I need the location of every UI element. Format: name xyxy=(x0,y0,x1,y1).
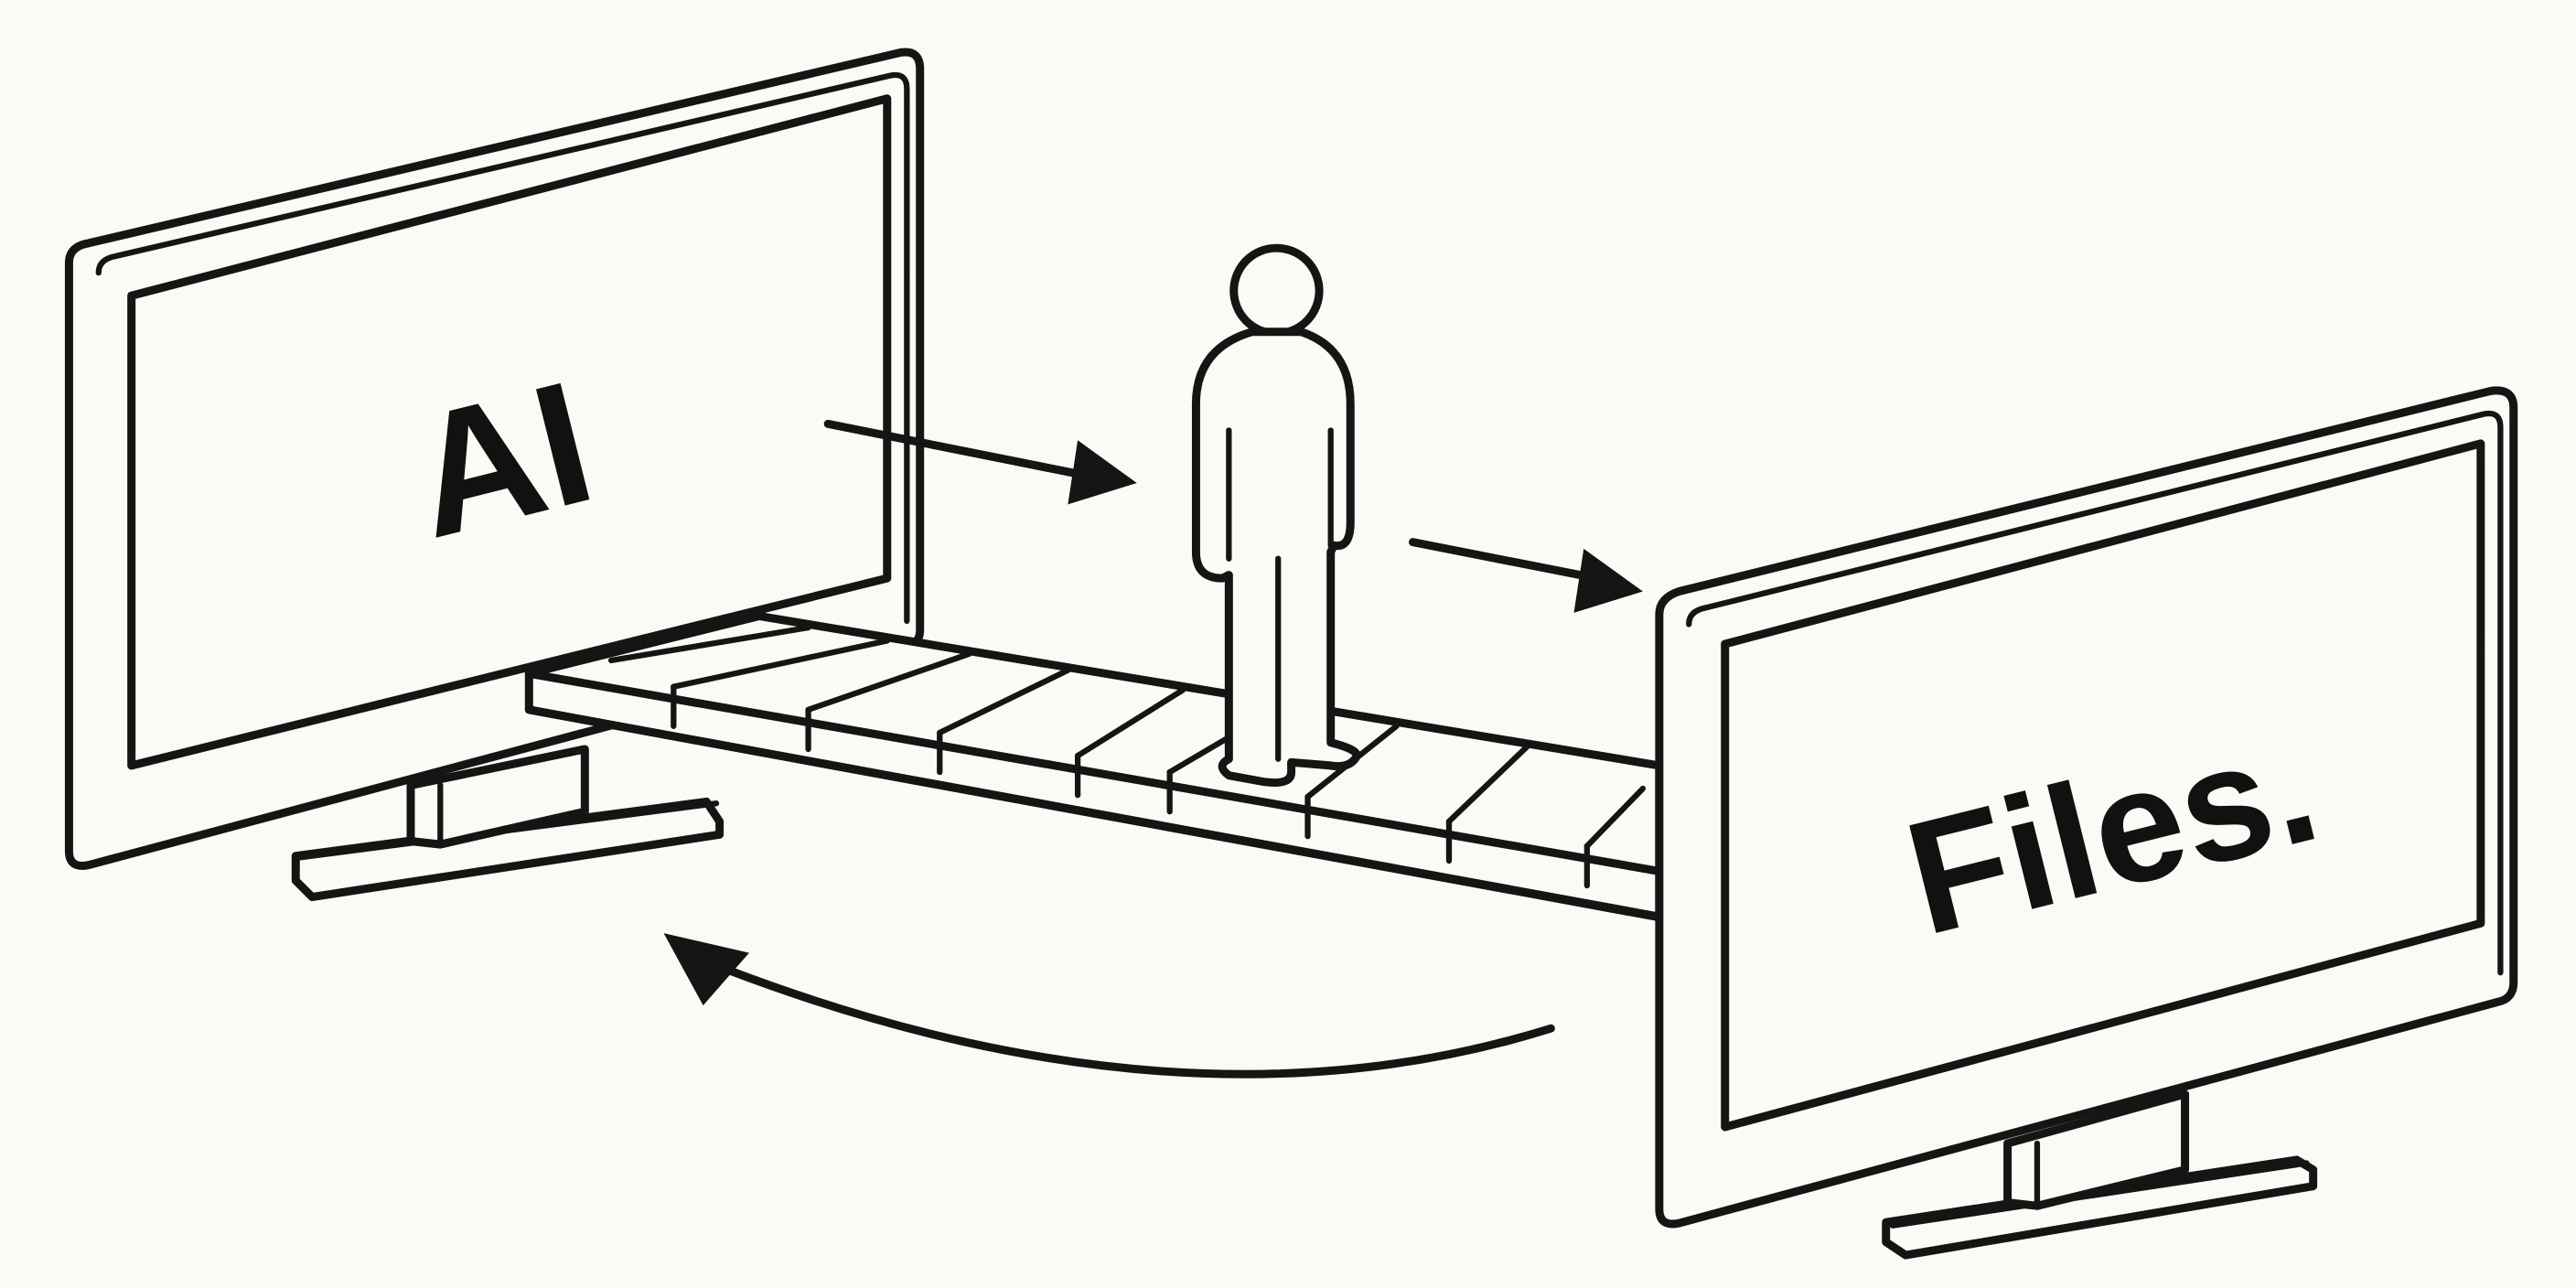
person-icon xyxy=(1191,243,1361,788)
arrow-right-icon-1 xyxy=(823,419,1137,505)
left-monitor-stand xyxy=(291,745,724,902)
curved-arrow-back-icon xyxy=(663,933,1555,1079)
right-monitor-stand xyxy=(1882,1089,2318,1260)
left-monitor: AI xyxy=(64,48,925,902)
left-monitor-screen xyxy=(127,94,892,770)
right-monitor-screen xyxy=(1721,439,2485,1132)
arrow-right-icon-2 xyxy=(1409,538,1643,613)
bridge xyxy=(524,611,1664,921)
right-monitor: Files. xyxy=(1655,386,2518,1260)
